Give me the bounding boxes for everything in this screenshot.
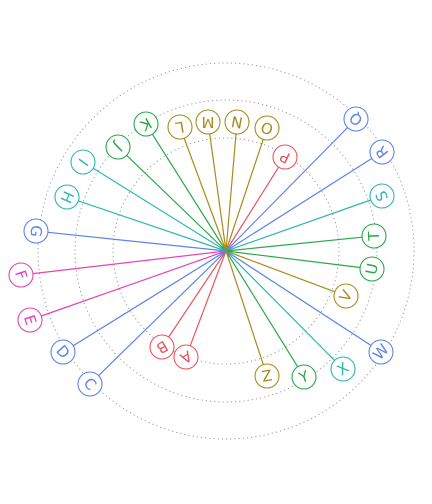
spoke-c bbox=[98, 250, 227, 377]
spoke-t bbox=[225, 236, 363, 252]
node-circle-l bbox=[167, 114, 193, 140]
node-y: Y bbox=[291, 364, 317, 390]
spoke-q bbox=[225, 127, 349, 252]
spoke-z bbox=[225, 250, 264, 365]
dotted-ring-2 bbox=[74, 99, 378, 403]
node-label-z: Z bbox=[260, 366, 273, 386]
node-label-l: L bbox=[174, 117, 186, 136]
node-circle-c bbox=[77, 371, 103, 397]
spoke-s bbox=[225, 199, 371, 252]
node-s: S bbox=[369, 183, 395, 209]
spoke-e bbox=[41, 250, 227, 317]
node-d: D bbox=[50, 339, 76, 365]
dotted-ring-1 bbox=[112, 137, 340, 365]
node-o: O bbox=[254, 115, 280, 141]
spoke-k bbox=[151, 133, 227, 252]
node-circle-u bbox=[359, 256, 385, 282]
dotted-ring-3 bbox=[37, 62, 415, 440]
spoke-o bbox=[225, 139, 264, 252]
node-p: P bbox=[272, 144, 298, 170]
node-e: E bbox=[17, 307, 43, 333]
node-z: Z bbox=[254, 363, 280, 389]
spoke-g bbox=[47, 231, 227, 252]
spoke-p bbox=[225, 166, 280, 252]
node-i: I bbox=[70, 149, 96, 175]
node-n: N bbox=[224, 109, 250, 135]
spoke-l bbox=[183, 138, 227, 252]
node-circle-n bbox=[224, 109, 250, 135]
node-circle-g bbox=[23, 218, 49, 244]
node-label-n: N bbox=[230, 112, 244, 132]
node-circle-w bbox=[368, 339, 394, 365]
node-circle-b bbox=[149, 334, 175, 360]
node-l: L bbox=[167, 114, 193, 140]
spoke-x bbox=[225, 250, 336, 361]
node-b: B bbox=[149, 334, 175, 360]
node-a: A bbox=[173, 344, 199, 370]
node-t: T bbox=[361, 223, 387, 249]
spoke-h bbox=[78, 200, 227, 252]
node-r: R bbox=[369, 139, 395, 165]
node-label-u: U bbox=[362, 262, 382, 276]
spoke-m bbox=[209, 133, 227, 252]
node-label-o: O bbox=[258, 118, 275, 139]
node-circle-z bbox=[254, 363, 280, 389]
spoke-y bbox=[225, 250, 299, 368]
spoke-i bbox=[92, 167, 227, 252]
node-circle-m bbox=[195, 109, 221, 135]
node-circle-j bbox=[105, 134, 131, 160]
node-circle-s bbox=[369, 183, 395, 209]
node-circle-f bbox=[8, 262, 34, 288]
node-circle-r bbox=[369, 139, 395, 165]
node-circle-a bbox=[173, 344, 199, 370]
spoke-u bbox=[225, 250, 361, 269]
node-circle-d bbox=[50, 339, 76, 365]
node-u: U bbox=[359, 256, 385, 282]
node-label-g: G bbox=[26, 224, 45, 237]
node-circle-o bbox=[254, 115, 280, 141]
dotted-rings bbox=[37, 62, 415, 440]
node-circle-x bbox=[330, 356, 356, 382]
node-m: M bbox=[195, 109, 221, 135]
node-label-m: M bbox=[202, 113, 215, 131]
node-f: F bbox=[8, 262, 34, 288]
spoke-w bbox=[225, 250, 372, 346]
node-circle-v bbox=[333, 283, 359, 309]
spoke-r bbox=[225, 157, 373, 252]
node-circle-t bbox=[361, 223, 387, 249]
node-c: C bbox=[77, 371, 103, 397]
node-k: K bbox=[133, 111, 159, 137]
node-circle-i bbox=[70, 149, 96, 175]
spokes bbox=[32, 127, 373, 377]
node-circle-h bbox=[54, 184, 80, 210]
spoke-v bbox=[225, 250, 336, 293]
spoke-j bbox=[126, 154, 227, 252]
node-x: X bbox=[330, 356, 356, 382]
node-j: J bbox=[105, 134, 131, 160]
node-circle-e bbox=[17, 307, 43, 333]
node-circle-y bbox=[291, 364, 317, 390]
node-q: Q bbox=[343, 106, 369, 132]
spoke-d bbox=[72, 250, 227, 347]
node-g: G bbox=[23, 218, 49, 244]
node-v: V bbox=[333, 283, 359, 309]
spoke-n bbox=[225, 133, 237, 252]
node-circle-p bbox=[272, 144, 298, 170]
spoke-a bbox=[189, 250, 227, 347]
node-circle-k bbox=[133, 111, 159, 137]
spoke-b bbox=[168, 250, 227, 338]
node-h: H bbox=[54, 184, 80, 210]
spoke-f bbox=[32, 250, 227, 275]
node-w: W bbox=[368, 339, 394, 365]
node-circle-q bbox=[343, 106, 369, 132]
node-label-t: T bbox=[365, 230, 383, 242]
